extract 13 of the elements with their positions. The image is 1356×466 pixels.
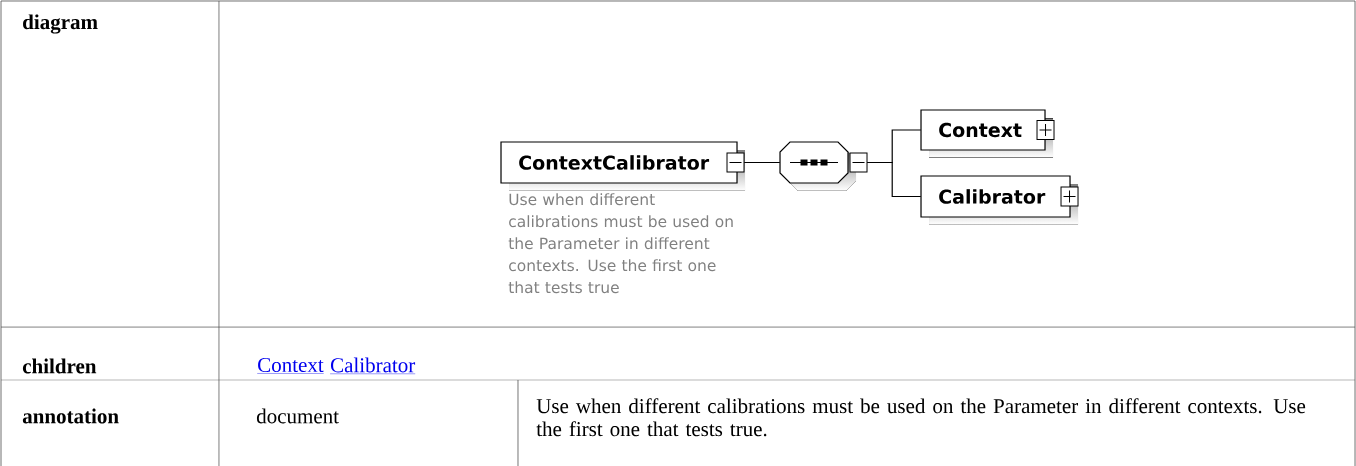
- element-box: Calibrator: [920, 175, 1078, 225]
- element-box: ContextCalibrator: [500, 141, 745, 191]
- annotation-text: Use when different calibrations must be used on the Parameter in different contexts. Use the first one that tests true.: [536, 398, 1306, 437]
- link: Context: [257, 357, 324, 374]
- description-text: Use when different calibrations must be used on the Parameter in different contexts. Use the first one that tests true: [508, 193, 733, 294]
- link: Calibrator: [329, 357, 416, 374]
- element-box: Context: [920, 109, 1053, 158]
- row-header: annotation: [22, 408, 119, 424]
- connector-line: [866, 161, 922, 198]
- connector-line: [743, 161, 781, 164]
- row-header: children: [22, 358, 97, 374]
- cell-text: document: [256, 408, 339, 424]
- row-header: diagram: [23, 14, 98, 34]
